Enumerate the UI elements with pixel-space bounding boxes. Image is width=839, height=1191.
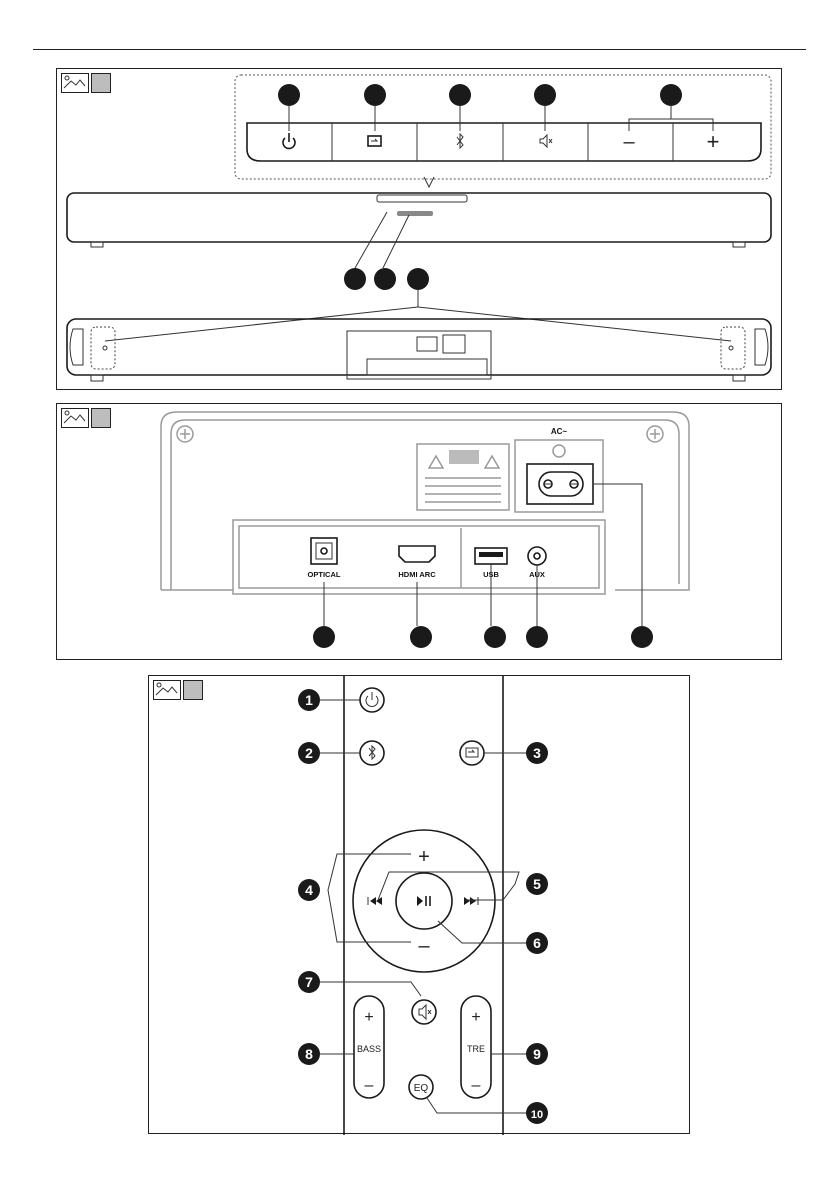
callout-dot	[484, 626, 506, 648]
callout-dot	[526, 626, 548, 648]
callout-number: 2	[305, 745, 313, 761]
mute-icon	[540, 135, 552, 147]
callout-number: 3	[533, 745, 541, 761]
callout-dot	[407, 268, 429, 290]
panel-a-drawing: – +	[57, 69, 783, 391]
power-icon	[283, 133, 295, 148]
optical-port	[311, 538, 337, 564]
volume-down-button[interactable]: –	[418, 935, 430, 957]
bass-minus: –	[365, 1077, 374, 1094]
eq-label: EQ	[414, 1083, 429, 1094]
mini-button-strip	[377, 195, 467, 202]
callout-dot	[344, 268, 366, 290]
bass-label: BASS	[357, 1044, 381, 1054]
bluetooth-icon	[457, 134, 463, 148]
volume-up-symbol: +	[707, 129, 720, 154]
callout-dot	[364, 84, 386, 106]
play-pause-button[interactable]	[396, 873, 452, 929]
panel-b-drawing: AC~ OPTICAL HDMI ARC USB AUX	[57, 404, 783, 661]
source-button[interactable]	[460, 741, 484, 765]
callout-number: 7	[305, 974, 313, 990]
callout-number: 10	[531, 1109, 543, 1121]
callout-dot	[313, 626, 335, 648]
bluetooth-button[interactable]	[360, 741, 384, 765]
button-strip	[247, 123, 761, 161]
remote-drawing: + – + BASS – +	[149, 676, 691, 1135]
screw-icon	[177, 426, 193, 442]
figure-panel-c: + – + BASS – +	[148, 675, 690, 1134]
housing-outline	[161, 412, 689, 590]
callout-number: 9	[533, 1046, 541, 1062]
bass-plus: +	[364, 1009, 373, 1026]
power-button[interactable]	[360, 688, 384, 712]
aux-port	[528, 547, 546, 565]
ac-socket-frame	[515, 440, 603, 512]
callout-number: 5	[533, 876, 541, 892]
soundbar-rear	[67, 319, 771, 375]
figure-panel-b: AC~ OPTICAL HDMI ARC USB AUX	[56, 403, 782, 660]
treble-plus: +	[471, 1009, 480, 1026]
connector-bay	[233, 520, 605, 594]
header-rule	[33, 49, 806, 50]
next-button[interactable]	[464, 897, 478, 905]
brand-logo	[397, 211, 433, 216]
previous-button[interactable]	[368, 897, 382, 905]
callout-dot	[278, 84, 300, 106]
rear-connector-panel	[347, 331, 491, 379]
ac-label: AC~	[551, 427, 568, 436]
soundbar-front	[67, 193, 771, 242]
callout-dot	[660, 84, 682, 106]
callout-dot	[449, 84, 471, 106]
callout-dot	[374, 268, 396, 290]
callout-dot	[534, 84, 556, 106]
figure-panel-a: – +	[56, 68, 782, 390]
callout-number: 8	[305, 1046, 313, 1062]
volume-down-symbol: –	[623, 131, 635, 153]
optical-label: OPTICAL	[308, 570, 341, 579]
callout-number: 6	[533, 935, 541, 951]
source-icon	[368, 136, 381, 146]
hdmi-label: HDMI ARC	[398, 570, 436, 579]
callout-dot	[410, 626, 432, 648]
volume-up-button[interactable]: +	[418, 846, 430, 868]
callout-number: 4	[305, 882, 313, 898]
callout-dot	[631, 626, 653, 648]
hdmi-port	[399, 546, 435, 562]
screw-icon	[647, 426, 663, 442]
treble-label: TRE	[467, 1044, 485, 1054]
callout-number: 1	[305, 692, 313, 708]
mute-button[interactable]	[412, 1000, 436, 1024]
treble-minus: –	[472, 1077, 481, 1094]
